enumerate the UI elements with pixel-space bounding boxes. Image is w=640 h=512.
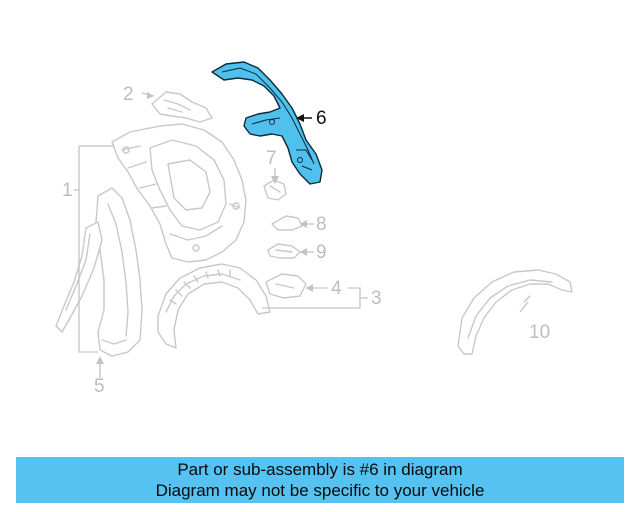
part-5-pillar-reinforcement [95, 187, 143, 357]
callout-3: 3 [371, 288, 382, 309]
part-8-bracket [271, 215, 303, 231]
arrowhead-9 [300, 248, 307, 256]
arrowhead-5 [96, 356, 104, 364]
leader-10 [519, 301, 529, 313]
callout-5: 5 [94, 376, 105, 397]
arrowhead-6 [296, 114, 304, 122]
banner-disclaimer-line: Diagram may not be specific to your vehi… [155, 481, 485, 500]
part-7-clip [263, 179, 287, 201]
part-10-wheel-arch-liner [457, 269, 573, 355]
banner-part-line: Part or sub-assembly is #6 in diagram [177, 460, 463, 479]
part-1-quarter-inner-panel [111, 123, 247, 263]
part-9-bracket [267, 243, 301, 259]
arrowhead-4 [306, 284, 313, 292]
callout-8: 8 [316, 214, 327, 235]
callout-4: 4 [331, 278, 342, 299]
arrowhead-2 [147, 92, 154, 99]
callout-1: 1 [62, 180, 73, 201]
callout-6: 6 [316, 108, 327, 129]
leader-1 [74, 145, 114, 353]
part-2-bracket [151, 91, 213, 123]
exploded-parts-diagram: 2 1 5 7 8 9 4 3 10 6 [55, 61, 573, 397]
part-4-extension [265, 273, 307, 299]
callout-10: 10 [529, 322, 550, 343]
diagram-info-banner: Part or sub-assembly is #6 in diagram Di… [16, 457, 624, 503]
arrowhead-8 [300, 220, 307, 228]
callout-9: 9 [316, 242, 327, 263]
callout-7: 7 [266, 148, 277, 169]
arrowhead-7 [271, 176, 279, 184]
part-3-wheelhouse [157, 263, 271, 349]
callout-2: 2 [123, 84, 134, 105]
part-6-pillar-highlighted[interactable] [211, 61, 323, 185]
leader-3 [262, 287, 368, 309]
